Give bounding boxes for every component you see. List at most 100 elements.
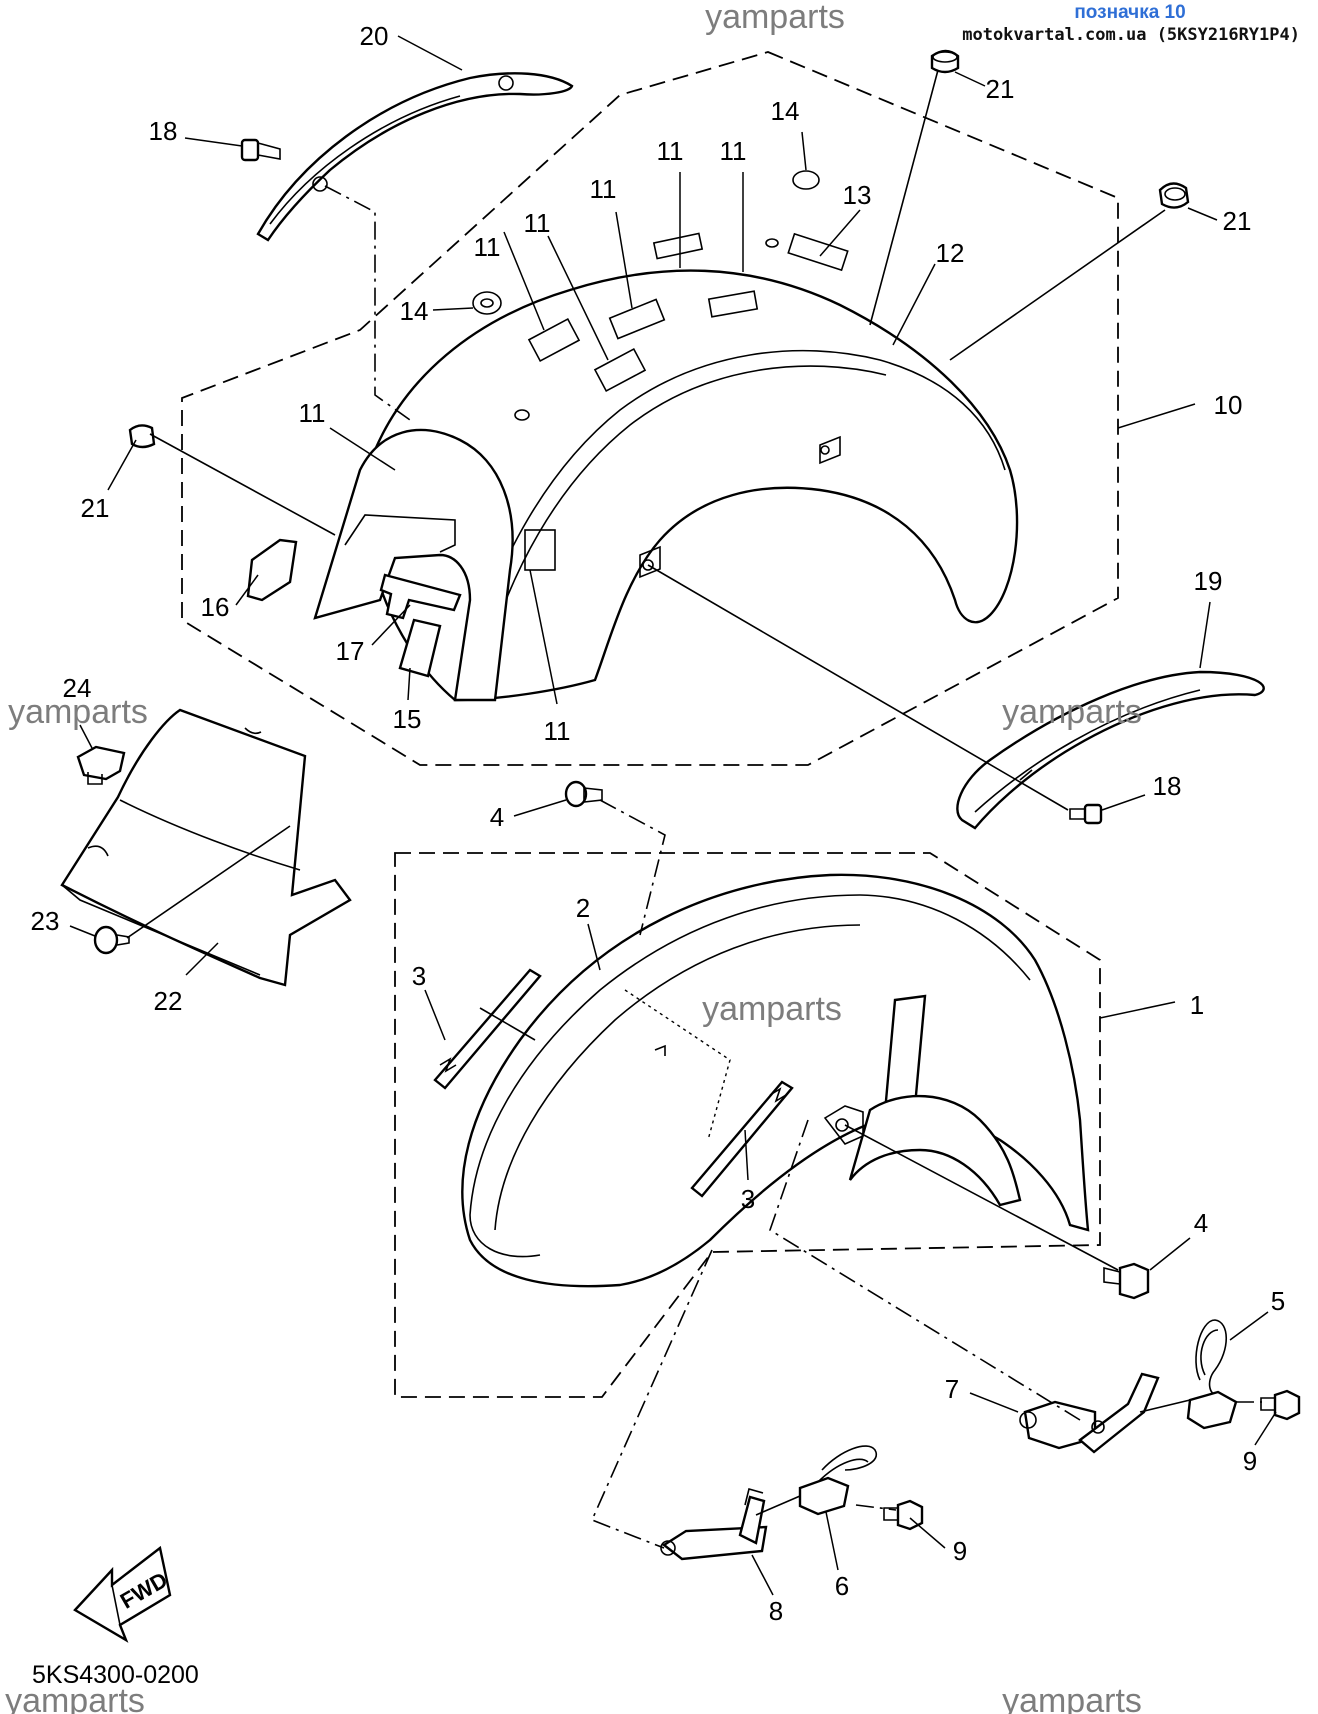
callout-1: 1 (1190, 990, 1204, 1020)
callout-11-g: 11 (544, 716, 571, 746)
washer-part-14-right (792, 170, 820, 190)
callout-13: 13 (843, 180, 872, 210)
leader-line-15 (407, 667, 411, 701)
callout-11-b: 11 (524, 208, 551, 238)
fwd-arrow-icon: FWD (73, 1545, 172, 1643)
leader-line-11-g (529, 569, 558, 705)
washer-inner-14-left (480, 298, 494, 308)
callout-19: 19 (1194, 566, 1223, 596)
callout-23: 23 (31, 906, 60, 936)
assembly-line-6-to-8 (755, 1495, 801, 1516)
bolt-part-18-top (240, 138, 281, 162)
assembly-line-5-to-7 (1139, 1399, 1191, 1413)
assembly-line-4-right (844, 1124, 1119, 1271)
leader-line-8 (751, 1554, 774, 1596)
bolt-part-4-right (1103, 1262, 1150, 1300)
grommet-part-21-top (930, 49, 960, 74)
callout-11-a: 11 (474, 232, 501, 262)
clip-part-24 (76, 745, 126, 785)
callout-24: 24 (63, 673, 92, 703)
watermark-bottom-left: yamparts (5, 1682, 145, 1714)
callout-11-c: 11 (657, 136, 684, 166)
watermark-bottom-right: yamparts (1002, 1682, 1142, 1714)
callout-9-bottom: 9 (953, 1536, 967, 1566)
assembly-line-21-right (949, 209, 1166, 361)
watermark-right: yamparts (1002, 693, 1142, 731)
hose-guide-part-6 (798, 1445, 878, 1516)
callout-2: 2 (576, 893, 590, 923)
leader-line-5 (1229, 1311, 1269, 1341)
leader-line-22 (185, 942, 219, 976)
callout-17: 17 (336, 636, 365, 666)
leader-line-2 (587, 923, 601, 971)
callout-5: 5 (1271, 1286, 1285, 1316)
callout-22: 22 (154, 986, 183, 1016)
assembly-line-23-to-22 (126, 825, 291, 939)
grommet-part-21-left (128, 424, 156, 449)
sticker-part-3-right (690, 1080, 794, 1198)
callout-18-top: 18 (149, 116, 178, 146)
leader-line-11-c (615, 211, 633, 309)
front-fender-group-outline (394, 852, 1101, 1398)
callout-14-left: 14 (400, 296, 429, 326)
callout-14-right: 14 (771, 96, 800, 126)
watermark-left: yamparts (8, 693, 148, 731)
trim-rail-part-19 (956, 670, 1265, 830)
sticker-zigzag-3-right (769, 1087, 787, 1103)
callout-3-right: 3 (741, 1184, 755, 1214)
leader-line-18-top (184, 137, 243, 147)
callout-7: 7 (945, 1374, 959, 1404)
header-subtitle: motokvartal.com.ua (5KSY216RY1P4) (962, 25, 1300, 45)
callout-21-top: 21 (986, 74, 1015, 104)
assembly-line-21-left (149, 433, 336, 536)
leader-line-4-right (1149, 1237, 1191, 1271)
bolt-part-9-bottom (883, 1499, 924, 1531)
leader-line-14-left (432, 307, 474, 311)
callout-10: 10 (1214, 390, 1243, 420)
callout-15: 15 (393, 704, 422, 734)
front-fender-part (461, 873, 1090, 1288)
callout-3-left: 3 (412, 961, 426, 991)
callout-9-right: 9 (1243, 1446, 1257, 1476)
assembly-line-20-to-10 (324, 185, 411, 421)
bracket-part-8 (660, 1488, 768, 1561)
assembly-line-7-to-fender (769, 1119, 1081, 1421)
assembly-line-8-to-fender (590, 1249, 713, 1549)
bolt-part-4-top (564, 780, 603, 808)
rivet-part-23 (93, 925, 130, 955)
leader-line-14-right (801, 131, 807, 171)
leader-line-4-top (513, 799, 567, 817)
callout-11-d: 11 (720, 136, 747, 166)
hose-guide-part-5 (1186, 1319, 1238, 1430)
callout-12: 12 (936, 238, 965, 268)
leader-line-17 (371, 604, 411, 646)
bracket-part-16 (246, 538, 298, 602)
assembly-line-9-to-6 (855, 1504, 897, 1511)
header-title: позначка 10 (1074, 2, 1186, 23)
leader-line-20 (397, 35, 463, 71)
leader-line-7 (969, 1392, 1019, 1413)
leader-line-3-right (744, 1129, 749, 1181)
leader-line-6 (825, 1511, 839, 1571)
leader-line-21-right (1187, 207, 1218, 221)
mud-flap-part-22 (60, 708, 352, 987)
leader-line-18-right (1101, 794, 1146, 811)
callout-8: 8 (769, 1596, 783, 1626)
leader-line-11-f (329, 427, 396, 471)
callout-4-right: 4 (1194, 1208, 1208, 1238)
bracket-part-7 (1078, 1372, 1160, 1454)
trim-rail-part-20 (256, 72, 574, 242)
rear-fender-group-outline (181, 51, 1119, 766)
leader-line-21-left (107, 439, 137, 491)
watermark-center: yamparts (702, 990, 842, 1028)
diagram-code: 5KS4300-0200 (32, 1661, 199, 1689)
leader-line-9-bottom (909, 1517, 946, 1549)
callout-11-f: 11 (299, 398, 326, 428)
callout-11-e: 11 (590, 174, 617, 204)
leader-line-10 (1117, 403, 1196, 429)
leader-line-11-a (503, 231, 545, 331)
grommet-part-21-right (1158, 182, 1190, 209)
callout-18-right: 18 (1153, 771, 1182, 801)
leader-line-3-left (424, 989, 446, 1041)
